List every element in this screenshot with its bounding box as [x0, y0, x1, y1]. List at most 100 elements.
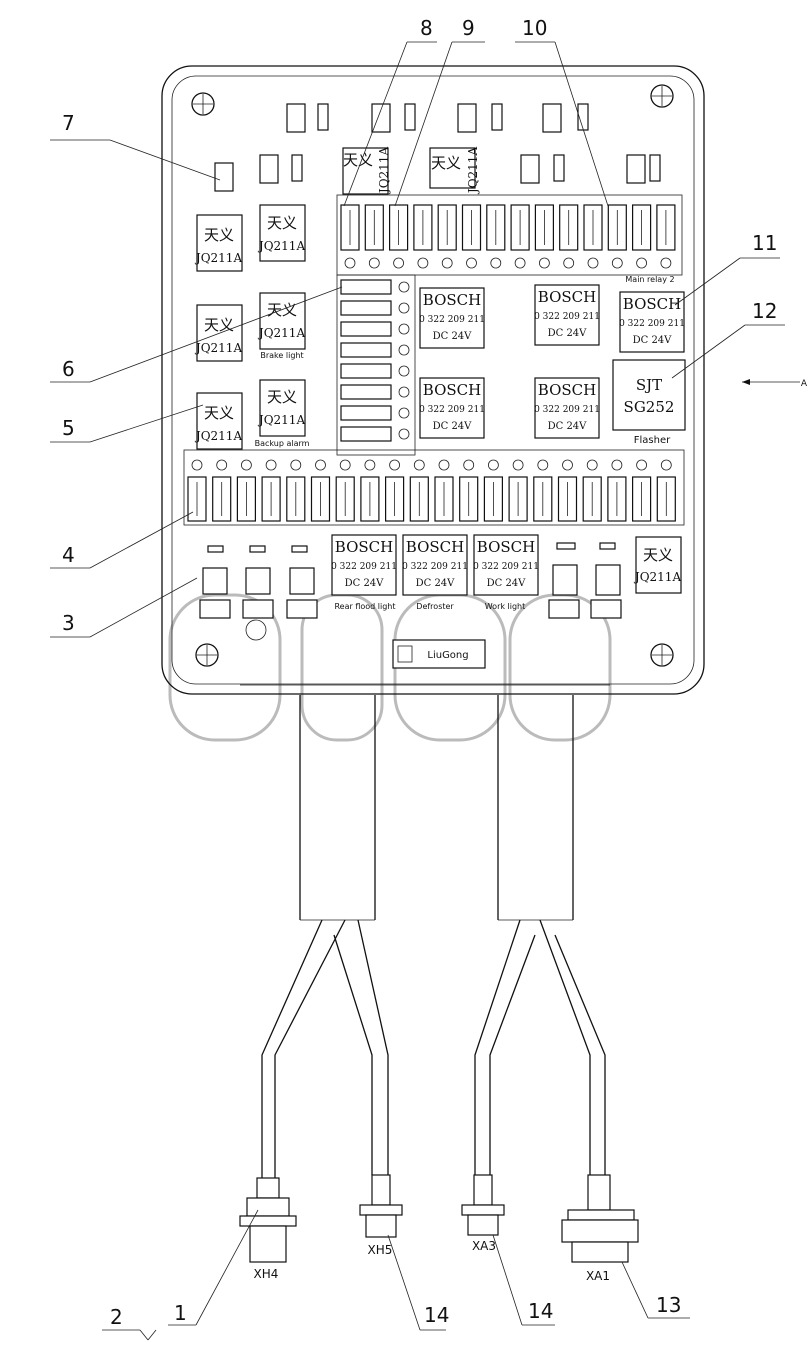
svg-text:BOSCH: BOSCH [423, 381, 481, 399]
svg-text:JQ211A: JQ211A [194, 341, 243, 355]
fuse [340, 279, 410, 295]
liugong-logo: LiuGong [392, 639, 486, 669]
work-light-label: Work light [485, 602, 526, 611]
svg-text:天义: 天义 [643, 546, 673, 564]
defroster-label: Defroster [416, 602, 454, 611]
callout-6: 6 [62, 357, 75, 381]
fuse [335, 459, 355, 522]
fuse [656, 204, 676, 269]
fuse-row-main [183, 449, 685, 526]
fuse [286, 459, 306, 522]
connector-xh5: XH5 [359, 1174, 403, 1257]
svg-text:0 322 209 211: 0 322 209 211 [534, 405, 600, 415]
fuse [607, 204, 627, 269]
svg-text:LiuGong: LiuGong [427, 650, 468, 661]
fuse [409, 459, 429, 522]
fuse [340, 300, 410, 316]
fuse [510, 204, 530, 269]
fuse [340, 426, 410, 442]
connector-xa1: XA1 [561, 1174, 639, 1283]
fuse [389, 204, 409, 269]
flasher-label: Flasher [634, 435, 671, 446]
fuse [459, 459, 479, 522]
callout-10: 10 [522, 16, 547, 40]
brake-light-label: Brake light [260, 351, 303, 360]
fuse [340, 321, 410, 337]
svg-text:JQ211A: JQ211A [194, 251, 243, 265]
jq-relay: 天义 JQ211A [257, 379, 306, 437]
fuse [607, 459, 627, 522]
fuse [559, 204, 579, 269]
connector-xa3: XA3 [461, 1174, 505, 1253]
jq-relay: 天义 JQ211A [429, 147, 480, 195]
wire-harness [240, 684, 610, 1185]
svg-text:DC 24V: DC 24V [548, 421, 588, 432]
svg-text:DC 24V: DC 24V [548, 328, 588, 339]
svg-text:XA1: XA1 [586, 1269, 610, 1283]
fuse [236, 459, 256, 522]
fuse [340, 384, 410, 400]
callout-1: 1 [174, 1301, 187, 1325]
fuse [557, 459, 578, 522]
svg-text:DC 24V: DC 24V [487, 578, 527, 589]
callout-3: 3 [62, 611, 75, 635]
fuse [187, 459, 207, 522]
fuse-column [336, 274, 416, 456]
callout-labels: 1 2 3 4 5 6 7 8 9 10 11 12 13 14 14 A [62, 16, 808, 1329]
svg-text:JQ211A: JQ211A [377, 147, 391, 196]
jq-relays: 天义 JQ211A 天义 JQ211A 天义 JQ211A 天义 JQ211A … [194, 147, 682, 594]
fuse [461, 204, 482, 269]
fuse [631, 204, 652, 269]
fuse [583, 204, 603, 269]
callout-13: 13 [656, 1293, 681, 1317]
callout-12: 12 [752, 299, 777, 323]
rear-flood-label: Rear flood light [334, 602, 395, 611]
callout-14: 14 [528, 1299, 553, 1323]
svg-text:JQ211A: JQ211A [633, 570, 682, 584]
svg-text:0 322 209 211: 0 322 209 211 [402, 562, 468, 572]
svg-text:天义: 天义 [267, 214, 297, 232]
callout-14: 14 [424, 1303, 449, 1327]
fuse [340, 405, 410, 421]
jq-relay: 天义 JQ211A [257, 204, 306, 262]
callout-9: 9 [462, 16, 475, 40]
svg-text:JQ211A: JQ211A [257, 326, 306, 340]
fuse-box-enclosure [161, 65, 705, 695]
svg-text:天义: 天义 [204, 316, 234, 334]
callout-7: 7 [62, 111, 75, 135]
jq-relay: 天义 JQ211A [194, 392, 243, 450]
fuse [212, 459, 232, 522]
fuse [385, 459, 405, 522]
jq-relay: 天义 JQ211A [342, 147, 391, 196]
svg-text:0 322 209 211: 0 322 209 211 [619, 319, 685, 329]
fuse [434, 459, 454, 522]
svg-text:BOSCH: BOSCH [623, 295, 681, 313]
watermark [168, 593, 612, 742]
svg-text:0 322 209 211: 0 322 209 211 [419, 315, 485, 325]
fuse [364, 204, 384, 269]
svg-text:JQ211A: JQ211A [257, 413, 306, 427]
fuse [483, 459, 503, 522]
fuse [340, 342, 410, 358]
fuse [261, 459, 281, 522]
jq-relay: 天义 JQ211A [257, 292, 306, 350]
callout-4: 4 [62, 543, 75, 567]
svg-text:XA3: XA3 [472, 1239, 496, 1253]
svg-text:DC 24V: DC 24V [345, 578, 385, 589]
fuse [340, 204, 360, 269]
svg-text:XH5: XH5 [368, 1243, 393, 1257]
backup-alarm-label: Backup alarm [255, 439, 310, 448]
svg-text:0 322 209 211: 0 322 209 211 [473, 562, 539, 572]
svg-text:XH4: XH4 [254, 1267, 279, 1281]
fuse [508, 459, 528, 522]
svg-text:JQ211A: JQ211A [194, 429, 243, 443]
fuse [437, 204, 457, 269]
flasher-model: SG252 [624, 398, 675, 416]
